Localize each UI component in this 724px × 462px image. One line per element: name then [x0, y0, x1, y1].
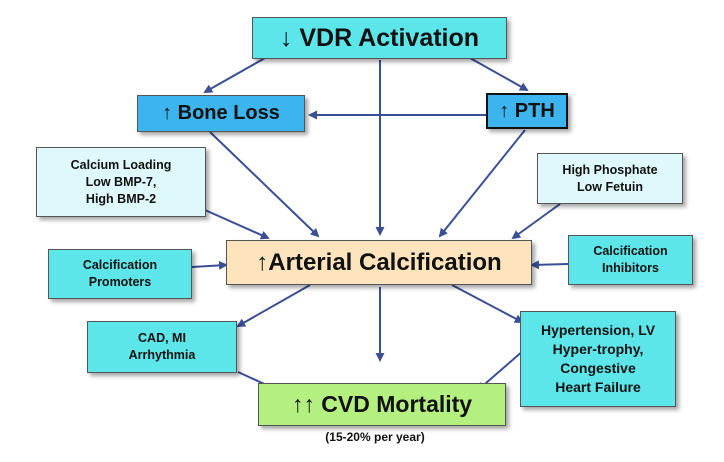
hypertension-line-1: Hypertension, LV [540, 322, 656, 338]
promoters-line-1: Calcification [82, 258, 158, 272]
cad-line-2: Arrhythmia [128, 348, 196, 362]
arrow-calcium-to-calcification [204, 209, 270, 240]
promoters-line-2: Promoters [88, 275, 152, 289]
arrow-promoters-to-calcification [191, 260, 228, 270]
calcium-line-1: Calcium Loading [70, 157, 172, 172]
pth-line-1: ↑ PTH [499, 99, 555, 122]
bone-loss-node: ↑ Bone Loss [137, 95, 305, 132]
vdr-line-1: ↓ VDR Activation [279, 23, 480, 52]
cad-mi-node: CAD, MI Arrhythmia [87, 321, 237, 373]
vdr-activation-node: ↓ VDR Activation [252, 17, 507, 59]
mortality-line-1: ↑↑ CVD Mortality [291, 391, 473, 417]
arrow-vdr-to-pth [469, 57, 529, 91]
arrow-calcification-to-hypertension [451, 284, 524, 323]
calcium-line-3: High BMP-2 [85, 191, 157, 206]
arrow-pth-to-calcification [438, 129, 526, 238]
arterial-calcification-node: ↑Arterial Calcification [226, 240, 532, 285]
bone-loss-line-1: ↑ Bone Loss [162, 102, 280, 124]
mortality-rate-caption: (15-20% per year) [325, 430, 425, 444]
pth-node: ↑ PTH [486, 93, 568, 129]
arrow-bone-loss-to-calcification [209, 131, 320, 238]
arrow-calcification-to-cad [236, 284, 311, 327]
inhibitors-line-2: Inhibitors [602, 261, 659, 275]
phosphate-line-2: Low Fetuin [577, 179, 643, 194]
arrow-inhibitors-to-calcification [530, 260, 569, 270]
cad-line-1: CAD, MI [138, 331, 186, 345]
arrow-vdr-to-bone-loss [203, 57, 266, 93]
calcification-line-1: ↑Arterial Calcification [256, 248, 502, 276]
calcium-line-2: Low BMP-7, [85, 174, 157, 189]
hypertension-line-2: Hyper-trophy, [552, 341, 644, 357]
phosphate-line-1: High Phosphate [562, 162, 658, 177]
inhibitors-line-1: Calcification [593, 244, 668, 258]
arrow-phosphate-to-calcification [511, 203, 561, 240]
hypertension-line-4: Heart Failure [555, 379, 641, 395]
hypertension-line-3: Congestive [560, 360, 636, 376]
cvd-mortality-node: ↑↑ CVD Mortality [258, 383, 506, 426]
